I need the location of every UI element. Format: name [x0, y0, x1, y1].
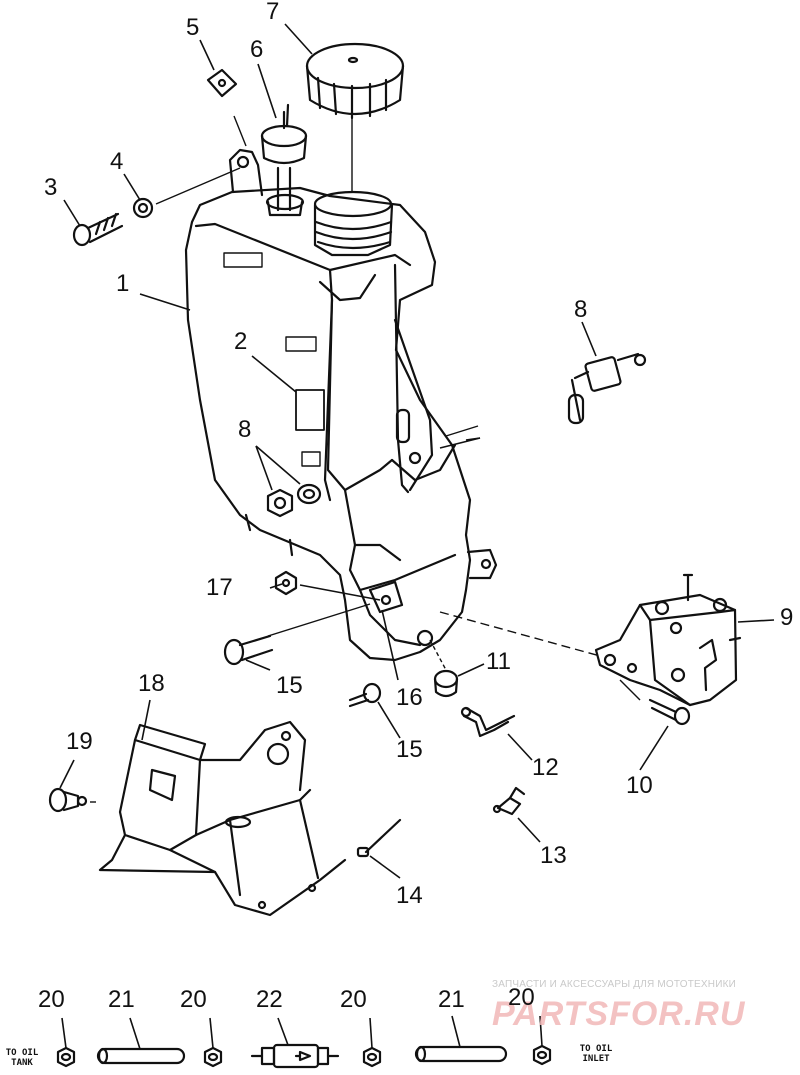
- callout-16: 16: [396, 684, 423, 711]
- callout-15-left: 15: [276, 672, 303, 699]
- wing-nut-19: [48, 787, 88, 813]
- callout-14: 14: [396, 882, 423, 909]
- callout-17: 17: [206, 574, 233, 601]
- hose-clamp-20a: [56, 1046, 76, 1068]
- callout-13: 13: [540, 842, 567, 869]
- callout-10: 10: [626, 772, 653, 799]
- shutoff-valve: [567, 352, 647, 425]
- watermark-tagline: ЗАПЧАСТИ И АКСЕССУАРЫ ДЛЯ МОТОТЕХНИКИ: [492, 979, 737, 990]
- callout-3: 3: [44, 174, 58, 201]
- tank-cap: [305, 42, 405, 120]
- cable-tie-14: [356, 818, 402, 858]
- decal-label: [295, 389, 325, 431]
- to-oil-tank-label: TO OIL TANK: [5, 1048, 39, 1069]
- washer-4: [132, 197, 154, 219]
- hose-clamp-20c: [362, 1046, 382, 1068]
- drain-nut: [266, 488, 294, 518]
- hose-clamp-20b: [203, 1046, 223, 1068]
- callout-11: 11: [486, 648, 511, 675]
- drain-washer: [296, 483, 322, 505]
- callout-20-a: 20: [38, 986, 65, 1013]
- callout-20-d: 20: [508, 984, 535, 1011]
- oil-tank: [184, 148, 498, 662]
- hose-21b: [414, 1045, 508, 1063]
- callout-20-c: 20: [340, 986, 367, 1013]
- callout-2: 2: [234, 328, 248, 355]
- callout-6: 6: [250, 36, 264, 63]
- hose-clamp-20d: [532, 1044, 552, 1066]
- fuel-pump: [594, 573, 742, 707]
- callout-5: 5: [186, 14, 200, 41]
- callout-22: 22: [256, 986, 283, 1013]
- callout-7: 7: [266, 0, 280, 25]
- bolt-3: [72, 212, 124, 247]
- callout-8-valve: 8: [574, 296, 588, 323]
- square-nut: [206, 68, 238, 98]
- fitting-11: [433, 669, 459, 698]
- callout-9: 9: [780, 604, 794, 631]
- watermark-brand: PARTSFOR.RU: [492, 995, 746, 1033]
- hose-clamp-13: [492, 786, 526, 816]
- callout-12: 12: [532, 754, 559, 781]
- to-oil-inlet-label: TO OIL INLET: [579, 1044, 613, 1065]
- inline-filter-22: [250, 1043, 340, 1069]
- screw-15-left: [223, 634, 274, 666]
- dipstick: [260, 103, 308, 212]
- callout-20-b: 20: [180, 986, 207, 1013]
- callout-15-lower: 15: [396, 736, 423, 763]
- callout-8-drain: 8: [238, 416, 252, 443]
- mounting-bracket-18: [98, 720, 347, 917]
- callout-18: 18: [138, 670, 165, 697]
- callout-1: 1: [116, 270, 130, 297]
- callout-19: 19: [66, 728, 93, 755]
- leader-lines: [59, 23, 775, 1050]
- callout-21-b: 21: [438, 986, 465, 1013]
- hose-21a: [96, 1047, 186, 1065]
- elbow-fitting-12: [460, 706, 516, 738]
- callout-21-a: 21: [108, 986, 135, 1013]
- nut-17: [274, 570, 298, 596]
- screw-15-lower: [348, 682, 382, 708]
- assembly-lines: [90, 90, 641, 803]
- screw-10: [648, 698, 691, 726]
- callout-4: 4: [110, 148, 124, 175]
